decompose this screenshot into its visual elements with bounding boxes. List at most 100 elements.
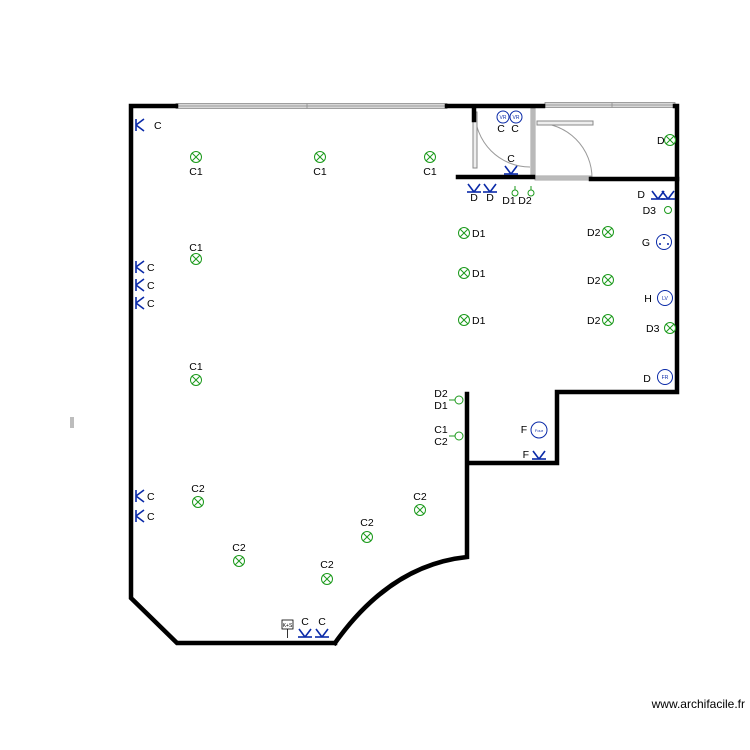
light-label: D1 — [472, 268, 486, 280]
light-point-icon[interactable] — [414, 504, 426, 516]
light-point-icon[interactable] — [602, 226, 614, 238]
light-label: D1 — [472, 228, 486, 240]
door-kitchen — [536, 120, 594, 179]
socket-label: D2 — [518, 195, 532, 207]
switch-label: C — [507, 153, 515, 165]
light-point-icon[interactable] — [602, 274, 614, 286]
light-label: C2 — [191, 483, 205, 495]
socket-label: D3 — [643, 205, 657, 217]
socket-pair-label: D2 — [434, 388, 448, 400]
window-inner-h — [534, 175, 592, 181]
appliance-g[interactable]: G — [642, 234, 672, 250]
vr-label: C — [497, 123, 505, 135]
light-point-icon[interactable] — [314, 151, 326, 163]
light-point-icon[interactable] — [458, 314, 470, 326]
walls — [128, 103, 680, 647]
socket-icon[interactable] — [449, 395, 464, 405]
light-label: C2 — [360, 517, 374, 529]
socket-icon[interactable] — [449, 431, 464, 441]
appliance-code: LV — [662, 296, 668, 302]
light-point-icon[interactable] — [424, 151, 436, 163]
vr-label: C — [511, 123, 519, 135]
appliance-code: FR — [662, 375, 669, 381]
light-label: C1 — [423, 166, 437, 178]
switch-label: C — [147, 280, 155, 292]
switch-label: D — [486, 192, 494, 204]
outlet-pin-icon — [659, 243, 661, 245]
light-switch-icon[interactable] — [467, 183, 481, 193]
light-point-icon[interactable] — [458, 267, 470, 279]
light-label: C1 — [189, 361, 203, 373]
light-switch-icon[interactable] — [135, 118, 145, 132]
light-switch-icon[interactable] — [315, 628, 329, 638]
light-label: C2 — [320, 559, 334, 571]
light-label: D2 — [587, 315, 601, 327]
light-label: C1 — [313, 166, 327, 178]
switch-label: C — [147, 262, 155, 274]
vr-text: VR — [500, 115, 507, 121]
switch-label: C — [147, 491, 155, 503]
light-label: D1 — [472, 315, 486, 327]
appliance-outlet-icon — [657, 369, 673, 385]
light-point-icon[interactable] — [458, 227, 470, 239]
appliance-h[interactable]: H LV — [644, 290, 673, 306]
ks-box-text: K+S — [283, 623, 293, 629]
window-inner-v — [530, 107, 536, 178]
light-switch-icon[interactable] — [135, 278, 145, 292]
switch-label: C — [154, 120, 162, 132]
light-switch-icon[interactable] — [298, 628, 312, 638]
light-switch-icon[interactable] — [135, 509, 145, 523]
light-label: D2 — [587, 227, 601, 239]
light-switch-icon[interactable] — [483, 183, 497, 193]
light-label: D — [657, 135, 665, 147]
light-switch-icon[interactable] — [135, 296, 145, 310]
outlet-pin-icon — [663, 237, 665, 239]
vr-switch-group: VR VR C C — [496, 110, 523, 135]
appliance-f[interactable]: F Four — [521, 421, 548, 439]
socket-icon[interactable] — [664, 206, 672, 214]
light-point-icon[interactable] — [602, 314, 614, 326]
light-point-icon[interactable] — [192, 496, 204, 508]
light-switch-icon[interactable] — [504, 165, 518, 175]
appliance-label: G — [642, 237, 650, 249]
light-point-icon[interactable] — [233, 555, 245, 567]
vr-switch-icon[interactable] — [509, 110, 523, 124]
light-point-icon[interactable] — [664, 134, 676, 146]
light-point-icon[interactable] — [190, 253, 202, 265]
appliance-outlet-icon — [657, 290, 673, 306]
light-switch-icon[interactable] — [661, 190, 675, 200]
appliance-code: Four — [535, 428, 544, 433]
vr-switch-icon[interactable] — [496, 110, 510, 124]
light-switch-icon[interactable] — [135, 260, 145, 274]
light-label: D3 — [646, 323, 660, 335]
edge-marker — [70, 417, 74, 428]
switch-label: C — [301, 616, 309, 628]
light-point-icon[interactable] — [190, 151, 202, 163]
switch-label: D — [637, 189, 645, 201]
light-switch-icon[interactable] — [135, 489, 145, 503]
appliance-d[interactable]: D FR — [643, 369, 673, 386]
switch-label: C — [147, 511, 155, 523]
light-label: C1 — [189, 166, 203, 178]
socket-icon[interactable] — [511, 186, 519, 197]
socket-icon[interactable] — [527, 186, 535, 197]
socket-label: D1 — [502, 195, 516, 207]
socket-pair-upper: D2 D1 — [434, 388, 464, 412]
light-point-icon[interactable] — [190, 374, 202, 386]
light-point-icon[interactable] — [321, 573, 333, 585]
appliance-label: F — [521, 424, 527, 436]
socket-pair-label: C2 — [434, 436, 448, 448]
light-point-icon[interactable] — [361, 531, 373, 543]
ks-box[interactable]: K+S — [281, 619, 294, 638]
light-point-icon[interactable] — [664, 322, 676, 334]
light-label: C1 — [189, 242, 203, 254]
switch-label: D — [470, 192, 478, 204]
vr-text: VR — [513, 115, 520, 121]
light-label: D2 — [587, 275, 601, 287]
light-switch-icon[interactable] — [532, 450, 546, 460]
switch-label: C — [147, 298, 155, 310]
switch-label: F — [523, 449, 529, 461]
socket-pair-label: D1 — [434, 400, 448, 412]
